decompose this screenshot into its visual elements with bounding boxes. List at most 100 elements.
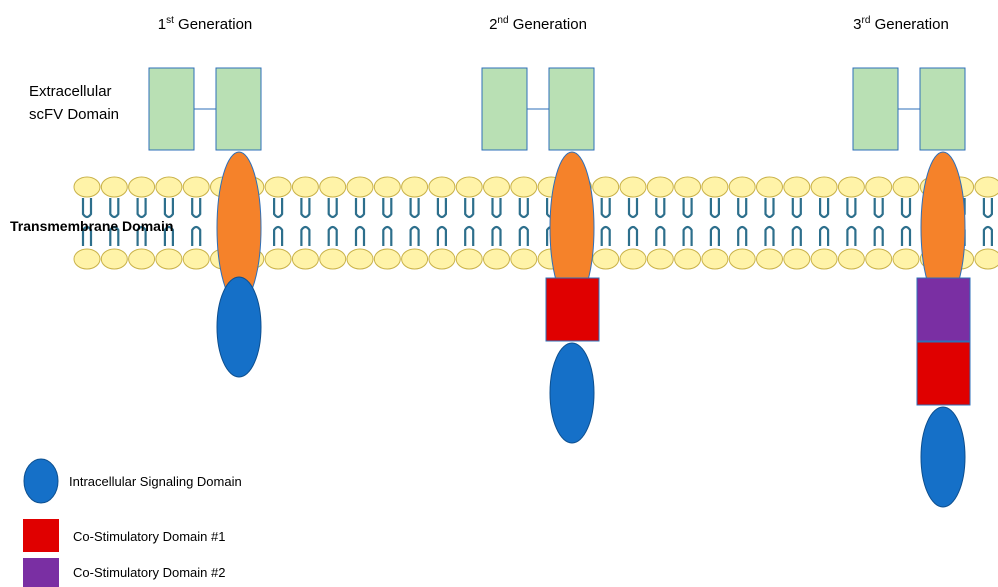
lipid-tail (191, 198, 202, 246)
lipid-tail (764, 198, 775, 246)
scfv-heavy-chain (148, 67, 195, 151)
generation-3-title: 3rd Generation (853, 15, 949, 33)
lipid-head-inner (428, 248, 456, 270)
lipid-tail (682, 198, 693, 246)
lipid-tail (409, 198, 420, 246)
scfv-light-chain (215, 67, 262, 151)
car-receptor-gen-2 (481, 67, 600, 444)
lipid-head-outer (483, 176, 510, 198)
lipid-head-inner (319, 248, 347, 270)
lipid-head-inner (756, 248, 783, 270)
signaling-domain (549, 342, 595, 444)
lipid-head-inner (182, 248, 210, 270)
lipid-head-inner (128, 248, 156, 270)
lipid-head-inner (401, 248, 429, 270)
lipid-head-outer (701, 176, 729, 198)
extracellular-label-line2: scFV Domain (29, 106, 119, 123)
lipid-head-outer (974, 176, 998, 198)
lipid-head-inner (155, 248, 183, 270)
lipid-tail (491, 198, 502, 246)
car-receptors (148, 67, 971, 508)
lipid-head-inner (974, 248, 998, 270)
lipid-head-inner (346, 248, 374, 270)
lipid-head-outer (892, 176, 920, 198)
lipid-head-inner (728, 248, 756, 270)
costim-domain-2 (916, 277, 971, 342)
lipid-head-outer (100, 176, 128, 198)
lipid-head-inner (674, 248, 702, 270)
lipid-head-inner (619, 248, 647, 270)
scfv-light-chain (919, 67, 966, 151)
lipid-tail (600, 198, 611, 246)
lipid-head-outer (756, 176, 783, 198)
lipid-tail (136, 198, 147, 246)
lipid-head-outer (619, 176, 647, 198)
legend-signaling-label: Intracellular Signaling Domain (69, 474, 242, 489)
lipid-tail (163, 198, 174, 246)
transmembrane-label: Transmembrane Domain (10, 218, 173, 234)
lipid-head-outer (128, 176, 156, 198)
costim-domain-1 (916, 341, 971, 406)
lipid-head-inner (892, 248, 920, 270)
extracellular-label-line1: Extracellular (29, 83, 112, 100)
lipid-head-inner (865, 248, 893, 270)
lipid-head-inner (455, 248, 483, 270)
lipid-head-outer (592, 176, 620, 198)
legend: Intracellular Signaling Domain Co-Stimul… (23, 458, 242, 587)
lipid-head-inner (264, 248, 292, 270)
lipid-tail (982, 198, 993, 246)
lipid-head-inner (837, 248, 865, 270)
lipid-head-outer (728, 176, 756, 198)
lipid-tail (382, 198, 393, 246)
lipid-head-outer (291, 176, 319, 198)
lipid-tail (300, 198, 311, 246)
lipid-tail (791, 198, 802, 246)
lipid-head-inner (810, 248, 838, 270)
lipid-tail (846, 198, 857, 246)
lipid-head-outer (455, 176, 483, 198)
lipid-head-outer (510, 176, 538, 198)
legend-costim2-swatch (23, 558, 59, 587)
legend-costim1-label: Co-Stimulatory Domain #1 (73, 529, 225, 544)
lipid-tail (627, 198, 639, 246)
lipid-tail (354, 198, 366, 246)
lipid-head-inner (373, 248, 401, 270)
generation-1-title: 1st Generation (158, 15, 253, 33)
lipid-tail (900, 198, 912, 246)
lipid-head-inner (592, 248, 620, 270)
car-receptor-gen-1 (148, 67, 262, 378)
lipid-head-outer (810, 176, 838, 198)
lipid-head-outer (155, 176, 183, 198)
lipid-head-outer (428, 176, 456, 198)
lipid-tail (81, 198, 93, 246)
scfv-heavy-chain (852, 67, 899, 151)
signaling-domain (216, 276, 262, 378)
cell-membrane (73, 176, 998, 270)
lipid-head-outer (401, 176, 429, 198)
lipid-head-outer (674, 176, 702, 198)
lipid-head-outer (373, 176, 401, 198)
lipid-head-outer (865, 176, 893, 198)
lipid-head-inner (701, 248, 729, 270)
lipid-head-inner (646, 248, 674, 270)
lipid-head-inner (73, 248, 101, 270)
scfv-heavy-chain (481, 67, 528, 151)
lipid-tail (436, 198, 447, 246)
lipid-head-outer (319, 176, 347, 198)
lipid-head-inner (291, 248, 319, 270)
costim-domain-1 (545, 277, 600, 342)
legend-costim2-label: Co-Stimulatory Domain #2 (73, 565, 225, 580)
lipid-tail (709, 198, 720, 246)
lipid-head-outer (182, 176, 210, 198)
lipid-tail (109, 198, 120, 246)
lipid-tail (819, 198, 830, 246)
lipid-head-outer (264, 176, 292, 198)
lipid-head-inner (783, 248, 811, 270)
lipid-head-inner (483, 248, 510, 270)
lipid-tail (464, 198, 475, 246)
lipid-tail (873, 198, 884, 246)
legend-signaling-swatch (23, 458, 59, 504)
car-receptor-gen-3 (852, 67, 971, 508)
lipid-head-outer (646, 176, 674, 198)
lipid-tail (737, 198, 748, 246)
